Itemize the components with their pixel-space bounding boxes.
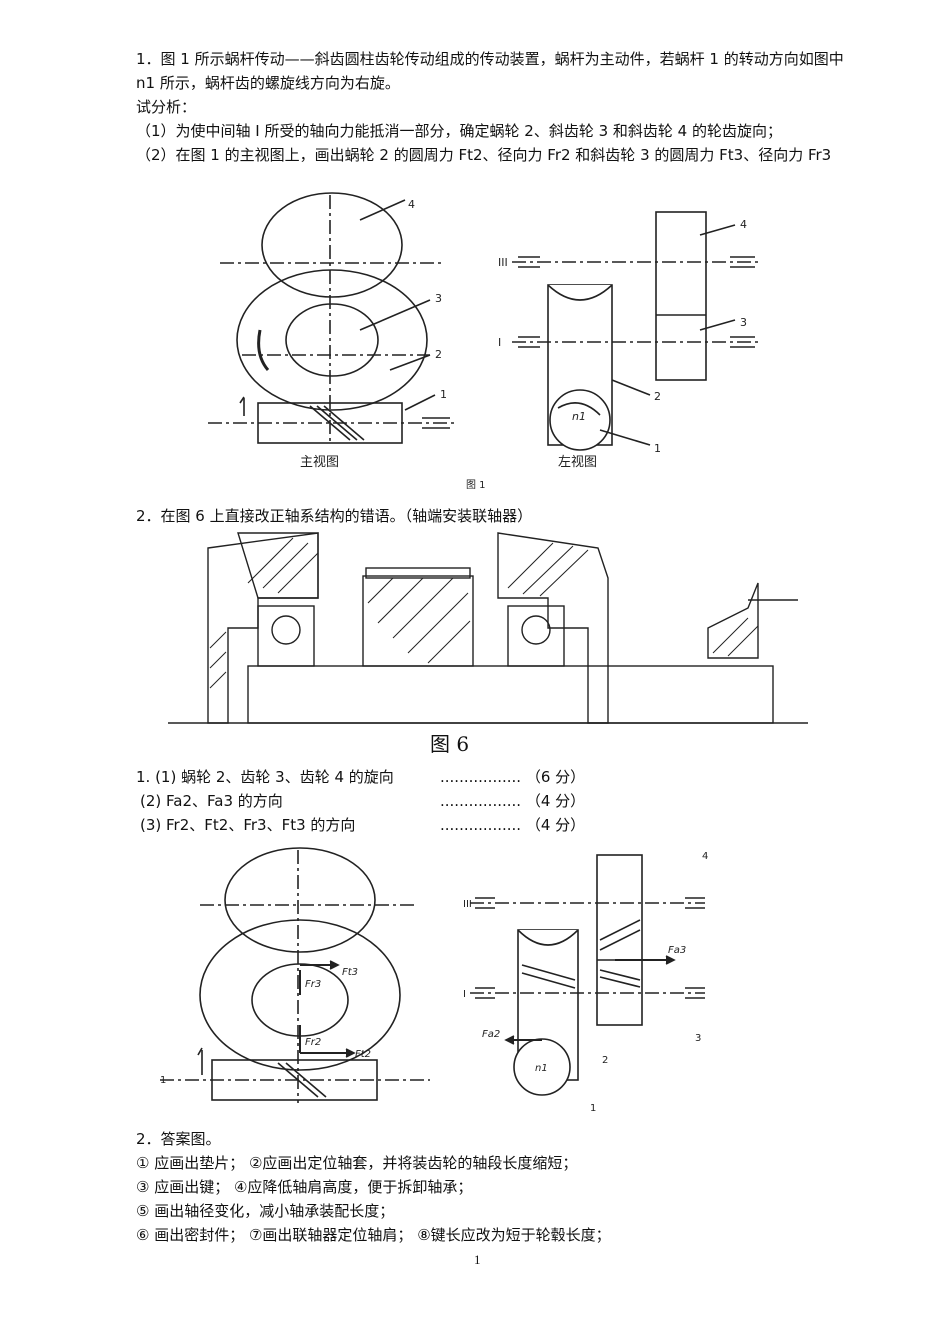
ans-label-I: I bbox=[463, 989, 466, 1000]
figure-6 bbox=[168, 532, 808, 724]
ans2-line1: ① 应画出垫片； ②应画出定位轴套，并将装齿轮的轴段长度缩短； bbox=[136, 1154, 578, 1172]
q1-line4: （1）为使中间轴 I 所受的轴向力能抵消一部分，确定蜗轮 2、斜齿轮 3 和斜齿… bbox=[136, 122, 782, 140]
fig1-label-2: 2 bbox=[435, 348, 442, 361]
gear3-front bbox=[285, 303, 379, 377]
ans2-line2: ③ 应画出键； ④应降低轴肩高度，便于拆卸轴承； bbox=[136, 1178, 473, 1196]
fig6-caption: 图 6 bbox=[430, 732, 470, 756]
answer-1-score: ................. （6 分） bbox=[440, 768, 586, 786]
ans-label-3: 3 bbox=[695, 1033, 701, 1044]
ans-label-n1: n1 bbox=[535, 1063, 548, 1074]
ans-label-Ft2: Ft2 bbox=[355, 1049, 371, 1060]
ans-label-4: 4 bbox=[702, 851, 708, 862]
ans2-title: 2．答案图。 bbox=[136, 1130, 221, 1148]
fig1-label-3: 3 bbox=[435, 292, 442, 305]
fig1-side-label-3: 3 bbox=[740, 316, 747, 329]
fig1-label-1: 1 bbox=[440, 388, 447, 401]
fig1-label-III: III bbox=[498, 256, 508, 269]
ans-label-Fa3: Fa3 bbox=[668, 945, 686, 956]
fig1-caption: 图 1 bbox=[466, 479, 486, 491]
q1-line2: n1 所示，蜗杆齿的螺旋线方向为右旋。 bbox=[136, 74, 400, 92]
fig1-front-label: 主视图 bbox=[300, 455, 339, 470]
q1-line3: 试分析： bbox=[136, 98, 197, 116]
ans-label-1: 1 bbox=[590, 1103, 596, 1114]
fig1-side-label: 左视图 bbox=[558, 455, 597, 470]
fig1-side-label-1: 1 bbox=[654, 442, 661, 455]
page-number: 1 bbox=[474, 1252, 481, 1267]
fig1-side-label-4: 4 bbox=[740, 218, 747, 231]
fig1-side-label-2: 2 bbox=[654, 390, 661, 403]
fig1-label-4: 4 bbox=[408, 198, 415, 211]
q1-line5: （2）在图 1 的主视图上，画出蜗轮 2 的圆周力 Ft2、径向力 Fr2 和斜… bbox=[136, 146, 832, 164]
wormwheel2-front bbox=[236, 269, 428, 411]
answer-figure: Ft3 Fr3 Fr2 Ft2 Fa3 Fa2 n1 1 III I 4 3 2… bbox=[160, 847, 708, 1114]
figure-1: 4 3 2 1 III I 4 3 2 1 n1 主视图 左视图 图 1 bbox=[208, 192, 760, 491]
answer-2: (2) Fa2、Fa3 的方向 bbox=[140, 792, 283, 810]
fig1-label-I: I bbox=[498, 336, 501, 349]
ans-label-Fr2: Fr2 bbox=[305, 1037, 321, 1048]
answer-3-score: ................. （4 分） bbox=[440, 816, 586, 834]
ans-label-III: III bbox=[463, 899, 472, 910]
ans-label-Fa2: Fa2 bbox=[482, 1029, 500, 1040]
answer-3: (3) Fr2、Ft2、Fr3、Ft3 的方向 bbox=[140, 816, 356, 834]
fig1-label-n1: n1 bbox=[572, 410, 586, 423]
ans2-line4: ⑥ 画出密封件； ⑦画出联轴器定位轴肩； ⑧键长应改为短于轮毂长度； bbox=[136, 1226, 611, 1244]
q2-line1: 2．在图 6 上直接改正轴系结构的错语。（轴端安装联轴器） bbox=[136, 507, 533, 525]
q1-line1: 1．图 1 所示蜗杆传动——斜齿圆柱齿轮传动组成的传动装置，蜗杆为主动件，若蜗杆… bbox=[136, 50, 844, 68]
gear-side bbox=[655, 211, 707, 381]
gear4-front bbox=[261, 192, 403, 298]
ans2-line3: ⑤ 画出轴径变化，减小轴承装配长度； bbox=[136, 1202, 395, 1220]
answer-1: 1. (1) 蜗轮 2、齿轮 3、齿轮 4 的旋向 bbox=[136, 768, 394, 786]
ans-label-1-front: 1 bbox=[160, 1075, 166, 1086]
answer-2-score: ................. （4 分） bbox=[440, 792, 586, 810]
ans-label-Ft3: Ft3 bbox=[342, 967, 358, 978]
ans-label-2: 2 bbox=[602, 1055, 608, 1066]
ans-label-Fr3: Fr3 bbox=[305, 979, 321, 990]
